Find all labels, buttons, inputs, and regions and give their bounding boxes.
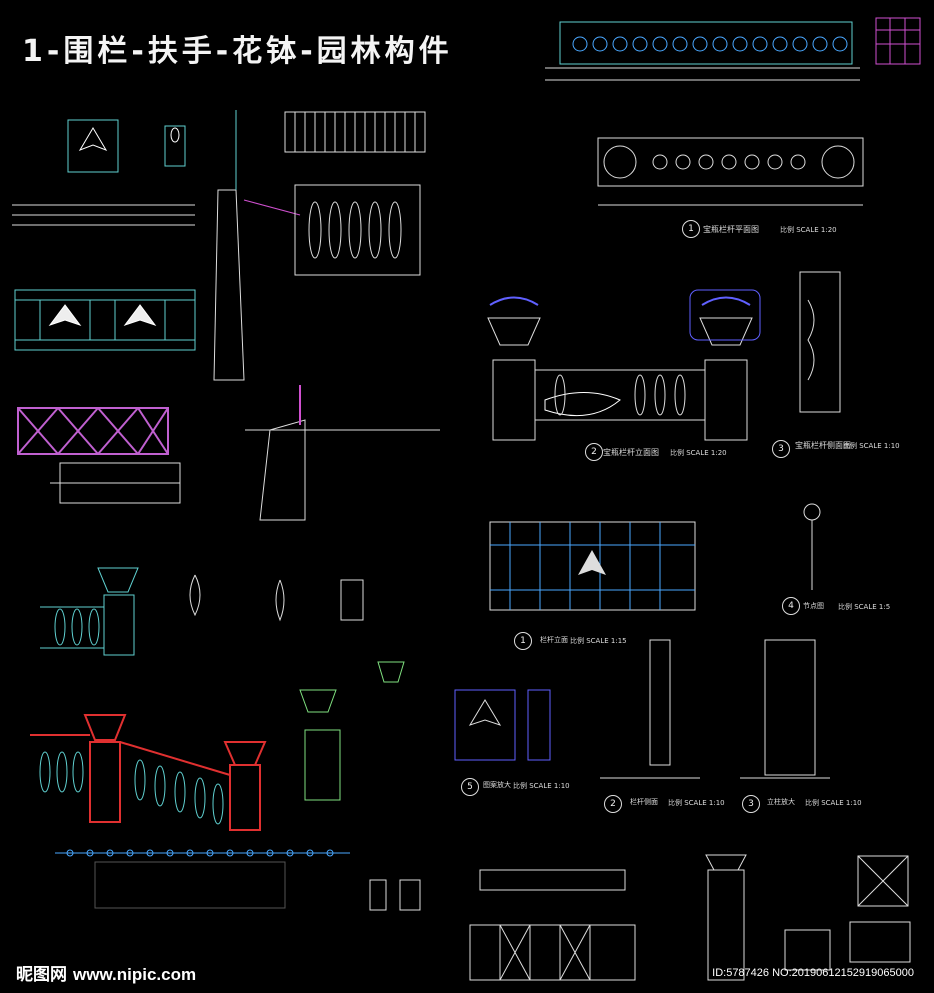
- rail-section-scale: 比例 SCALE 1:10: [668, 799, 725, 807]
- pattern-scale: 比例 SCALE 1:10: [513, 782, 570, 790]
- watermark-logo: 昵图网 www.nipic.com: [16, 960, 196, 985]
- watermark-id: ID:5787426 NO:20190612152919065000: [712, 967, 914, 979]
- detail-marker: 2: [604, 795, 622, 813]
- detail-marker: 4: [782, 597, 800, 615]
- detail-marker: 3: [742, 795, 760, 813]
- node-title: 节点图: [803, 602, 824, 610]
- rail-elevation-scale: 比例 SCALE 1:15: [570, 637, 627, 645]
- side-title: 宝瓶栏杆侧面图: [795, 441, 851, 450]
- rail-section-title: 栏杆侧面: [630, 798, 658, 806]
- top-fence-elevation: [545, 21, 860, 81]
- top-fence-detail: [875, 17, 921, 65]
- detail-marker: 1: [682, 220, 700, 238]
- detail-marker: 2: [585, 443, 603, 461]
- detail-marker: 3: [772, 440, 790, 458]
- plan-scale: 比例 SCALE 1:20: [780, 226, 837, 234]
- post-detail-scale: 比例 SCALE 1:10: [805, 799, 862, 807]
- detail-marker: 1: [514, 632, 532, 650]
- pattern-title: 图案放大: [483, 781, 511, 789]
- elevation-title: 宝瓶栏杆立面图: [603, 448, 659, 457]
- rail-elevation-title: 栏杆立面: [540, 636, 568, 644]
- post-detail-title: 立柱放大: [767, 798, 795, 806]
- watermark-site: www.nipic.com: [73, 965, 197, 984]
- detail-marker: 5: [461, 778, 479, 796]
- elevation-scale: 比例 SCALE 1:20: [670, 449, 727, 457]
- page-title: 1-围栏-扶手-花钵-园林构件: [22, 34, 453, 69]
- watermark-logo-text: 昵图网: [16, 965, 67, 985]
- plan-title: 宝瓶栏杆平面图: [703, 225, 759, 234]
- side-scale: 比例 SCALE 1:10: [843, 442, 900, 450]
- node-scale: 比例 SCALE 1:5: [838, 603, 891, 611]
